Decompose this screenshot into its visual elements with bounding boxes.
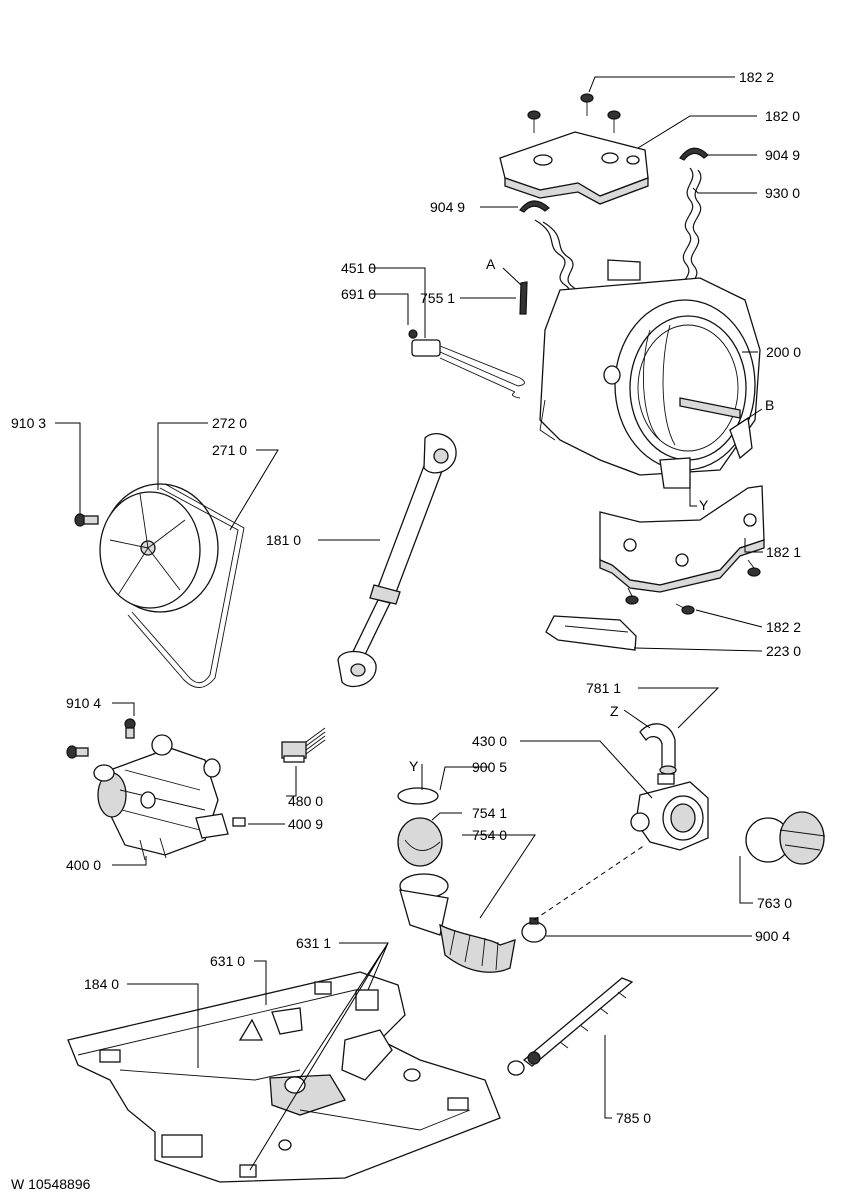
label-785-0: 785 0 (616, 1110, 651, 1126)
label-631-0: 631 0 (210, 953, 245, 969)
spring-clamp-left (519, 200, 550, 213)
top-counterweight (499, 131, 649, 205)
motor-screw-2 (124, 718, 136, 739)
drain-hose (507, 977, 634, 1076)
label-910-4: 910 4 (66, 695, 101, 711)
label-451-0: 451 0 (341, 260, 376, 276)
label-letter-z: Z (610, 703, 619, 719)
label-754-0: 754 0 (472, 827, 507, 843)
base-tray (67, 971, 501, 1183)
label-letter-y-ring: Y (409, 758, 419, 774)
temperature-sensor (519, 281, 528, 315)
label-272-0: 272 0 (212, 415, 247, 431)
pump-filter (745, 811, 826, 865)
label-755-1: 755 1 (420, 290, 455, 306)
drive-motor (93, 734, 229, 861)
label-184-0: 184 0 (84, 976, 119, 992)
label-271-0: 271 0 (212, 442, 247, 458)
heating-element (408, 329, 525, 399)
motor-connector (232, 817, 246, 827)
label-480-0: 480 0 (288, 793, 323, 809)
suspension-spring-right (681, 167, 702, 295)
label-182-2-top: 182 2 (739, 69, 774, 85)
label-182-0: 182 0 (765, 108, 800, 124)
label-letter-b: B (765, 397, 774, 413)
label-930-0: 930 0 (765, 185, 800, 201)
label-430-0: 430 0 (472, 733, 507, 749)
label-182-1: 182 1 (766, 544, 801, 560)
label-763-0: 763 0 (757, 895, 792, 911)
label-631-1: 631 1 (296, 935, 331, 951)
screw-bottom-2 (625, 587, 639, 605)
label-400-0: 400 0 (66, 857, 101, 873)
label-letter-y-tub: Y (699, 497, 709, 513)
document-code: W 10548896 (11, 1176, 91, 1192)
drum-pulley (99, 483, 219, 613)
label-letter-a: A (486, 256, 496, 272)
label-754-1: 754 1 (472, 805, 507, 821)
clip-part (238, 1007, 303, 1041)
pulley-bolt (74, 513, 99, 527)
hose-clamp-pump (521, 917, 547, 943)
label-181-0: 181 0 (266, 532, 301, 548)
sump-hose (399, 873, 516, 973)
drain-hose-elbow (639, 723, 677, 775)
shock-absorber (337, 433, 457, 688)
leader-lines (55, 76, 763, 1171)
label-182-2-bottom: 182 2 (766, 619, 801, 635)
label-900-4: 900 4 (755, 928, 790, 944)
bottom-counterweight (599, 485, 765, 593)
label-691-0: 691 0 (341, 286, 376, 302)
screw-bottom-3 (675, 603, 695, 615)
drain-pump (630, 773, 709, 851)
label-781-1: 781 1 (586, 680, 621, 696)
spring-clamp-right (679, 147, 709, 161)
washer-tub (539, 259, 761, 489)
screw-top-3 (607, 110, 621, 133)
label-904-9-left: 904 9 (430, 199, 465, 215)
motor-screw-1 (66, 745, 89, 759)
screw-top-2 (580, 93, 594, 116)
label-223-0: 223 0 (766, 643, 801, 659)
label-400-9: 400 9 (288, 816, 323, 832)
motor-wiring-connector (281, 727, 326, 763)
label-910-3: 910 3 (11, 415, 46, 431)
screw-bottom-1 (747, 559, 761, 577)
label-200-0: 200 0 (766, 344, 801, 360)
label-900-5: 900 5 (472, 759, 507, 775)
hose-clamp-sump (397, 787, 439, 805)
screw-top-1 (527, 110, 541, 133)
suppression-filter (545, 615, 637, 651)
drive-belt (127, 483, 245, 688)
sump-ball-valve (397, 817, 443, 867)
label-904-9-right: 904 9 (765, 147, 800, 163)
